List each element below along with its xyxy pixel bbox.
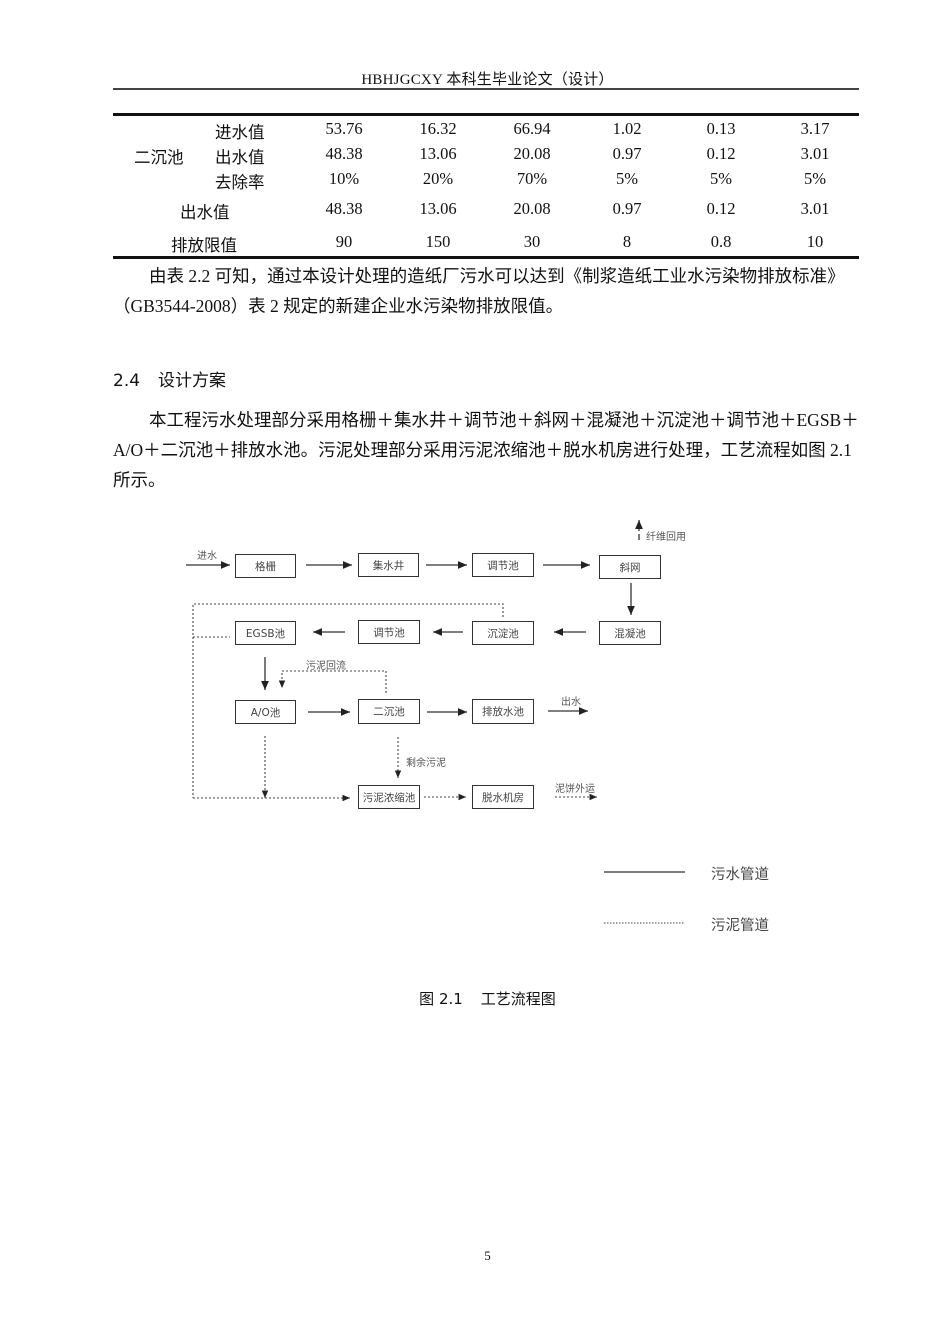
table-cell: 53.76	[325, 119, 363, 138]
table-bottom-rule	[113, 256, 859, 259]
header-rule	[113, 88, 859, 90]
table-cell: 13.06	[419, 199, 457, 218]
section-heading: 2.4 设计方案	[113, 366, 226, 391]
box-sump: 集水井	[358, 553, 419, 577]
table-cell: 30	[523, 232, 541, 251]
figure-caption: 图 2.1 工艺流程图	[0, 988, 950, 1009]
table-cell: 3.17	[800, 119, 830, 138]
table-cell: 90	[335, 232, 353, 251]
row-label: 去除率	[215, 173, 265, 192]
table-cell: 0.97	[612, 199, 642, 218]
box-ao: A/O池	[235, 700, 296, 724]
table-cell: 0.13	[706, 119, 736, 138]
figure-title: 工艺流程图	[480, 990, 556, 1008]
table-cell: 3.01	[800, 199, 830, 218]
body-paragraph: 由表 2.2 可知，通过本设计处理的造纸厂污水可以达到《制浆造纸工业水污染物排放…	[113, 266, 845, 316]
table-cell: 0.12	[706, 199, 736, 218]
label-sludge-return: 污泥回流	[306, 661, 346, 672]
table-top-rule	[113, 113, 859, 116]
table-cell: 20.08	[513, 199, 551, 218]
body-paragraph: 本工程污水处理部分采用格栅＋集水井＋调节池＋斜网＋混凝池＋沉淀池＋调节池＋EGS…	[113, 410, 859, 490]
label-influent: 进水	[197, 551, 217, 562]
section-title: 设计方案	[158, 371, 227, 391]
legend-sludge-pipe: 污泥管道	[711, 918, 769, 934]
table-cell: 16.32	[419, 119, 457, 138]
label-sludge-cake-out: 泥饼外运	[555, 784, 595, 795]
box-coagulation: 混凝池	[599, 621, 661, 645]
table-cell: 0.97	[612, 144, 642, 163]
table-cell: 13.06	[419, 144, 457, 163]
table-cell: 10%	[328, 169, 360, 188]
figure-number: 图 2.1	[419, 990, 463, 1008]
box-egsb: EGSB池	[235, 621, 296, 645]
table-cell: 8	[622, 232, 632, 251]
section-number: 2.4	[113, 371, 141, 391]
row-label: 进水值	[215, 123, 265, 142]
box-discharge-pool: 排放水池	[472, 699, 534, 724]
row-label: 出水值	[180, 203, 230, 222]
label-fiber-reuse: 纤维回用	[646, 532, 686, 543]
table-cell: 0.8	[710, 232, 732, 251]
table-cell: 0.12	[706, 144, 736, 163]
table-cell: 70%	[516, 169, 548, 188]
label-excess-sludge: 剩余污泥	[406, 758, 446, 769]
table-cell: 5%	[804, 169, 826, 188]
box-equalization-2: 调节池	[358, 620, 420, 644]
row-label: 出水值	[215, 148, 265, 167]
table-cell: 10	[806, 232, 824, 251]
table-cell: 48.38	[325, 144, 363, 163]
box-sedimentation: 沉淀池	[472, 621, 534, 645]
table-group-label: 二沉池	[134, 148, 184, 167]
box-equalization-1: 调节池	[472, 553, 534, 577]
table-cell: 20.08	[513, 144, 551, 163]
box-grille: 格栅	[235, 554, 296, 578]
label-effluent: 出水	[561, 697, 581, 708]
table-cell: 5%	[710, 169, 732, 188]
page-number: 5	[484, 1248, 491, 1263]
box-dewatering-room: 脱水机房	[472, 785, 534, 809]
row-label: 排放限值	[171, 236, 237, 255]
table-cell: 5%	[616, 169, 638, 188]
table-cell: 48.38	[325, 199, 363, 218]
legend-sewage-pipe: 污水管道	[711, 867, 769, 883]
table-cell: 1.02	[612, 119, 642, 138]
table-cell: 20%	[422, 169, 454, 188]
box-secondary-clarifier: 二沉池	[358, 699, 420, 724]
box-inclined-screen: 斜网	[599, 555, 661, 579]
table-cell: 150	[425, 232, 451, 251]
box-sludge-thickener: 污泥浓缩池	[358, 785, 420, 809]
table-cell: 3.01	[800, 144, 830, 163]
table-cell: 66.94	[513, 119, 551, 138]
page-header-title: HBHJGCXY 本科生毕业论文（设计）	[361, 72, 614, 88]
